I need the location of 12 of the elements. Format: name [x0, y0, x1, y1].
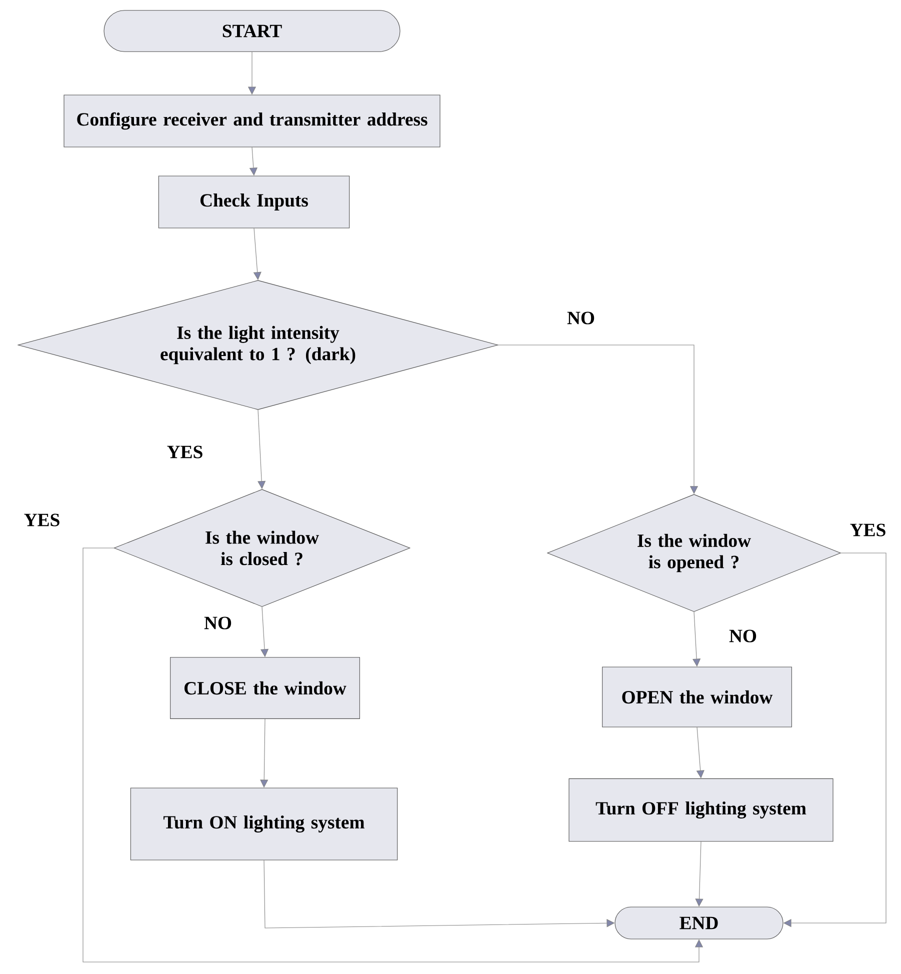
- edge-label: YES: [166, 444, 204, 460]
- process-box: Configure receiver and transmitter address: [64, 94, 440, 148]
- edge-label: NO: [202, 615, 234, 631]
- process-box: OPEN the window: [602, 666, 792, 728]
- process-box: Turn OFF lighting system: [568, 778, 834, 842]
- edge-label: YES: [848, 522, 888, 538]
- edge-label: NO: [566, 310, 596, 326]
- process-box: CLOSE the window: [170, 657, 360, 719]
- edge-label: NO: [728, 628, 758, 644]
- process-box: Turn ON lighting system: [130, 788, 398, 860]
- edge-label: YES: [22, 512, 62, 528]
- process-box: Check Inputs: [158, 176, 350, 228]
